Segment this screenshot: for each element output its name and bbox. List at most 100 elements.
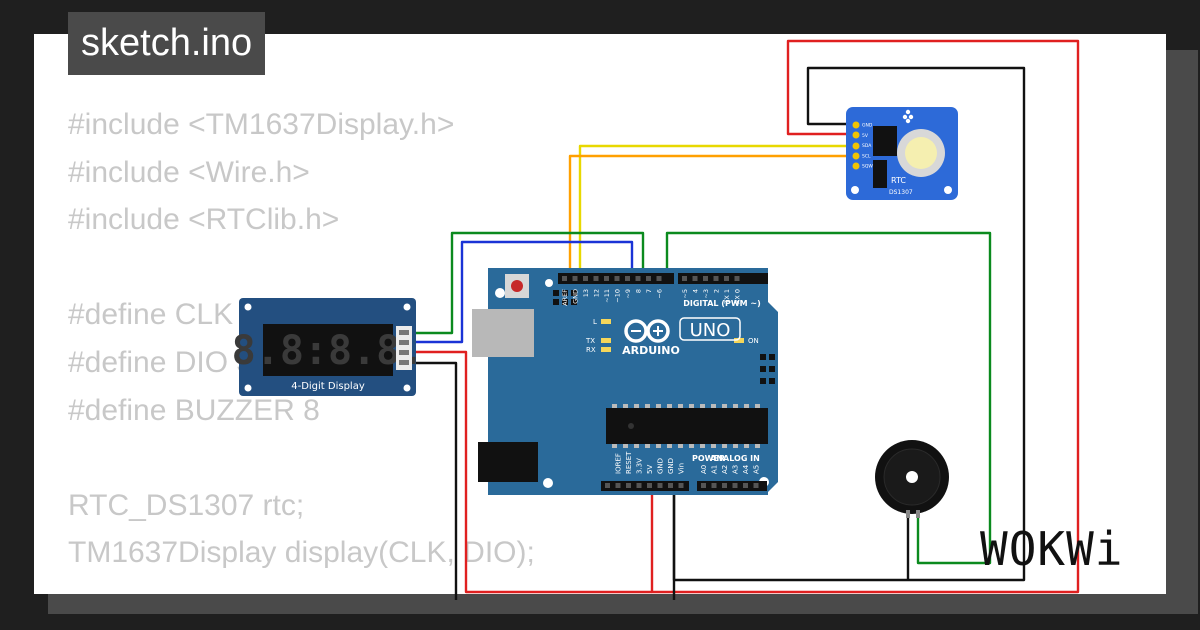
- chip-pin: [711, 444, 716, 448]
- header-pin[interactable]: [604, 276, 609, 281]
- arduino-model: UNO: [690, 320, 731, 341]
- rtc-pin-label: 5V: [862, 133, 869, 139]
- chip-pin: [700, 444, 705, 448]
- header-pin[interactable]: [692, 276, 698, 281]
- led-rx: [601, 347, 611, 352]
- header-pin[interactable]: [636, 483, 642, 488]
- header-pin[interactable]: [668, 483, 673, 488]
- header-pin-label: 8: [635, 289, 643, 293]
- code-line: RTC_DS1307 rtc;: [68, 488, 305, 522]
- header-pin[interactable]: [657, 483, 663, 488]
- header-pin[interactable]: [646, 276, 651, 281]
- wire-display-gnd-black[interactable]: [410, 361, 458, 600]
- chip-pin: [733, 404, 738, 408]
- chip-pin: [755, 404, 760, 408]
- header-pin[interactable]: [682, 276, 687, 281]
- power-pin-label: Vin: [678, 463, 686, 474]
- sketch-title[interactable]: sketch.ino: [68, 12, 266, 75]
- header-pin[interactable]: [625, 276, 630, 281]
- analog-pin-label: A2: [721, 465, 729, 474]
- header-pin[interactable]: [647, 483, 652, 488]
- digital-header-right: [678, 273, 768, 284]
- tm1637-display-module[interactable]: 8.8:8.8. 4-Digit Display: [232, 298, 425, 396]
- wire-display-vcc-red[interactable]: [410, 350, 652, 594]
- header-pin-label: ~11: [603, 289, 611, 303]
- header-pin[interactable]: [635, 276, 641, 281]
- header-pin[interactable]: [656, 276, 662, 281]
- wokwi-logo[interactable]: WOKWi: [980, 522, 1124, 576]
- header-pin-label: 2: [713, 289, 721, 293]
- analog-pin-label: A4: [742, 464, 750, 474]
- rtc-pin-label: GND: [862, 123, 873, 129]
- chip-pin: [667, 404, 672, 408]
- chip-pin: [678, 444, 683, 448]
- wire-display-clk-green[interactable]: [410, 231, 645, 335]
- chip-pin: [689, 404, 694, 408]
- header-pin-label: ~10: [614, 289, 622, 303]
- chip-pin: [755, 444, 760, 448]
- header-pin[interactable]: [605, 483, 610, 488]
- chip-pin: [656, 404, 661, 408]
- wire-display-dio-blue[interactable]: [410, 240, 634, 344]
- wire-rtc-sda-yellow[interactable]: [578, 144, 855, 278]
- analog-header: [697, 481, 767, 491]
- rtc-pin-label: SDA: [862, 143, 872, 149]
- header-pin[interactable]: [593, 276, 599, 281]
- piezo-buzzer[interactable]: [875, 440, 949, 518]
- chip-pin: [744, 404, 749, 408]
- header-pin-label: 12: [593, 289, 601, 297]
- wire-rtc-scl-orange[interactable]: [568, 154, 855, 278]
- header-pin[interactable]: [703, 276, 708, 281]
- chip-pin: [612, 404, 617, 408]
- reset-button[interactable]: [511, 280, 523, 292]
- header-pin[interactable]: [713, 276, 719, 281]
- wire-buzzer-signal-green[interactable]: [665, 231, 992, 565]
- header-pin[interactable]: [562, 276, 567, 281]
- header-pin[interactable]: [732, 483, 738, 488]
- led-tx-label: TX: [585, 337, 595, 345]
- led-on: [734, 338, 744, 343]
- header-pin[interactable]: [722, 483, 727, 488]
- header-pin[interactable]: [734, 276, 740, 281]
- header-pin[interactable]: [572, 276, 578, 281]
- chip-pin: [722, 404, 727, 408]
- header-pin-label: ~3: [702, 289, 710, 299]
- arduino-logo-glyphs: [631, 326, 663, 336]
- header-pin[interactable]: [615, 483, 621, 488]
- analog-pin-label: A5: [753, 465, 761, 474]
- rtc-model: DS1307: [889, 189, 913, 196]
- header-pin-label: 7: [645, 289, 653, 293]
- display-digits: 8.8:8.8.: [232, 328, 425, 374]
- header-pin[interactable]: [626, 483, 631, 488]
- header-pin-label: GND: [572, 289, 580, 304]
- rtc-pin-pads: [852, 121, 860, 170]
- wires: [410, 39, 1080, 600]
- header-pin[interactable]: [678, 483, 684, 488]
- chip-pin: [678, 404, 683, 408]
- header-pin-label: 13: [582, 289, 590, 297]
- header-pin[interactable]: [701, 483, 706, 488]
- chip-pin: [700, 404, 705, 408]
- rtc-chip: [873, 126, 897, 156]
- header-pin[interactable]: [583, 276, 588, 281]
- code-line: #include <Wire.h>: [68, 155, 310, 189]
- dc-jack: [478, 442, 538, 482]
- header-pin[interactable]: [614, 276, 620, 281]
- header-pin[interactable]: [724, 276, 729, 281]
- arduino-brand: ARDUINO: [622, 344, 680, 357]
- chip-pin: [689, 444, 694, 448]
- analog-pin-label: A3: [732, 465, 740, 474]
- code-line: TM1637Display display(CLK, DIO);: [68, 536, 535, 570]
- led-l-label: L: [593, 318, 597, 326]
- rtc-label: RTC: [891, 176, 906, 185]
- led-on-label: ON: [748, 337, 759, 345]
- power-pin-label: 3.3V: [636, 458, 644, 474]
- header-pin[interactable]: [753, 483, 759, 488]
- header-pin[interactable]: [743, 483, 748, 488]
- header-pin[interactable]: [711, 483, 717, 488]
- code-listing: #include <TM1637Display.h>#include <Wire…: [68, 101, 535, 577]
- header-pin-label: ~6: [656, 289, 664, 299]
